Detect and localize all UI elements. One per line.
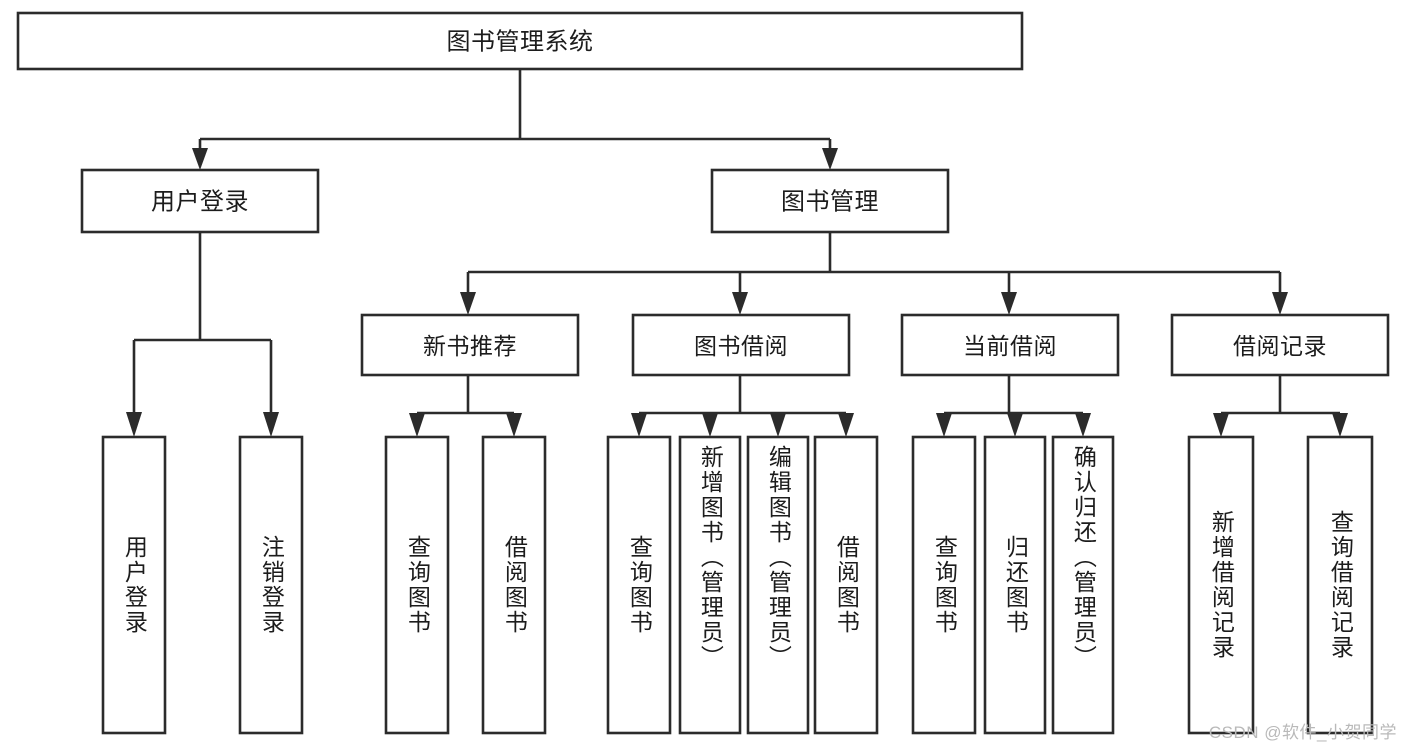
arrow-head-leaf-add-book [702, 413, 718, 437]
leaf-box-query-book-3[interactable] [911, 435, 977, 735]
arrow-head-borrow-records [1272, 292, 1288, 315]
node-new-book-recommend-label: 新书推荐 [423, 333, 517, 359]
leaf-box-edit-book[interactable] [746, 435, 810, 735]
arrow-head-leaf-user-login [126, 412, 142, 437]
node-book-borrow-label: 图书借阅 [694, 333, 788, 359]
arrow-head-leaf-confirm-return [1075, 413, 1091, 437]
node-book-management[interactable]: 图书管理 [710, 168, 950, 234]
arrow-head-leaf-return-book [1007, 413, 1023, 437]
node-book-management-label: 图书管理 [781, 189, 879, 216]
leaf-box-borrow-book-1[interactable] [481, 435, 547, 735]
arrow-head-book-borrow [732, 292, 748, 315]
arrow-head-leaf-borrow-book-1 [506, 413, 522, 437]
leaf-box-query-book-1[interactable] [384, 435, 450, 735]
arrow-head-leaf-edit-book [770, 413, 786, 437]
node-layer: 图书管理系统 用户登录 图书管理 新书推荐 图书借阅 当前 [16, 11, 1390, 735]
node-borrow-records[interactable]: 借阅记录 [1170, 313, 1390, 377]
connector-layer [126, 69, 1348, 437]
leaf-box-user-login[interactable] [101, 435, 167, 735]
arrow-head-leaf-query-book-3 [936, 413, 952, 437]
node-root[interactable]: 图书管理系统 [16, 11, 1024, 71]
leaf-box-add-book[interactable] [678, 435, 742, 735]
arrow-head-current-borrow [1001, 292, 1017, 315]
node-current-borrow[interactable]: 当前借阅 [900, 313, 1120, 377]
node-user-login[interactable]: 用户登录 [80, 168, 320, 234]
node-new-book-recommend[interactable]: 新书推荐 [360, 313, 580, 377]
arrow-head-leaf-query-record [1332, 413, 1348, 437]
leaf-box-return-book[interactable] [983, 435, 1047, 735]
leaf-box-borrow-book-2[interactable] [813, 435, 879, 735]
csdn-watermark: CSDN @软件_小贺同学 [1208, 723, 1397, 742]
leaf-box-logout[interactable] [238, 435, 304, 735]
leaf-box-query-book-2[interactable] [606, 435, 672, 735]
node-root-label: 图书管理系统 [447, 29, 594, 56]
arrow-head-new-books [460, 292, 476, 315]
node-borrow-records-label: 借阅记录 [1233, 333, 1327, 359]
leaf-box-add-record[interactable] [1187, 435, 1255, 735]
leaf-box-confirm-return[interactable] [1051, 435, 1115, 735]
arrow-head-leaf-add-record [1213, 413, 1229, 437]
arrow-head-book-mgmt [822, 148, 838, 170]
arrow-head-leaf-borrow-book-2 [838, 413, 854, 437]
node-book-borrow[interactable]: 图书借阅 [631, 313, 851, 377]
node-user-login-label: 用户登录 [151, 189, 249, 216]
arrow-head-leaf-logout [263, 412, 279, 437]
leaf-box-query-record[interactable] [1306, 435, 1374, 735]
arrow-head-user-login [192, 148, 208, 170]
arrow-head-leaf-query-book-2 [631, 413, 647, 437]
node-current-borrow-label: 当前借阅 [963, 333, 1057, 359]
arrow-head-leaf-query-book-1 [409, 413, 425, 437]
